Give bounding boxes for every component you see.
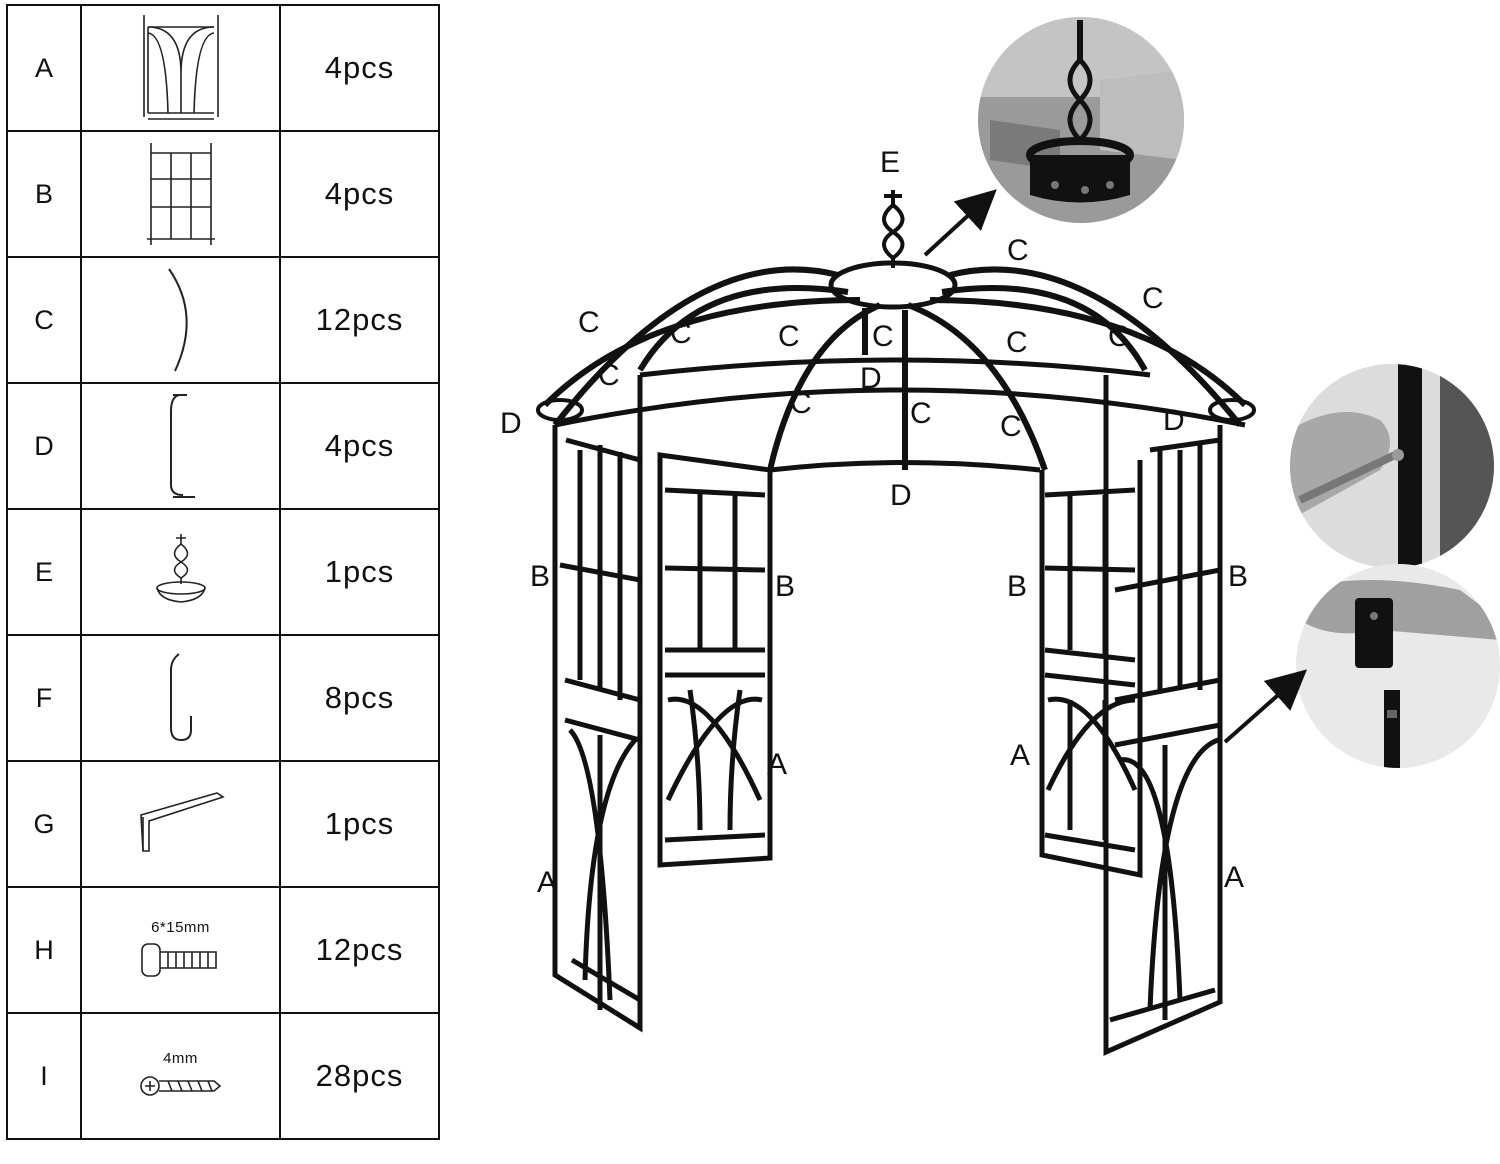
label-b: B (775, 570, 795, 603)
part-letter: E (6, 508, 82, 636)
part-letter: A (6, 4, 82, 132)
part-letter: B (6, 130, 82, 258)
label-d: D (860, 362, 882, 395)
part-qty: 1pcs (279, 508, 440, 636)
label-c: C (1007, 234, 1029, 267)
part-image: 4mm (80, 1012, 281, 1140)
label-b: B (1007, 570, 1027, 603)
gazebo-wall-front-right (1039, 460, 1143, 879)
part-letter: G (6, 760, 82, 888)
parts-row-a: A 4pcs (6, 4, 440, 132)
label-a: A (767, 748, 787, 781)
label-c: C (1142, 282, 1164, 315)
part-qty: 12pcs (279, 886, 440, 1014)
label-c: C (1000, 410, 1022, 443)
part-letter: I (6, 1012, 82, 1140)
part-qty: 12pcs (279, 256, 440, 384)
label-c: C (1006, 326, 1028, 359)
gazebo-wall-right (1103, 375, 1223, 1056)
parts-row-c: C 12pcs (6, 256, 440, 384)
label-a: A (1010, 739, 1030, 772)
part-qty: 4pcs (279, 130, 440, 258)
grid-panel-icon (146, 143, 215, 245)
part-image: 6*15mm (80, 886, 281, 1014)
label-c: C (872, 320, 894, 353)
gazebo-roof (536, 260, 1256, 473)
label-d: D (1163, 404, 1185, 437)
label-d: D (890, 479, 912, 512)
pole-joint-photo (1296, 564, 1500, 768)
parts-table: A 4pcs B 4pcs C 12pcs D (6, 4, 440, 1140)
gothic-arch-panel-icon (142, 15, 219, 120)
part-image (80, 130, 281, 258)
part-qty: 4pcs (279, 4, 440, 132)
parts-row-i: I 4mm 28pcs (6, 1012, 440, 1140)
label-c: C (778, 320, 800, 353)
part-qty: 4pcs (279, 382, 440, 510)
part-spec: 4mm (163, 1049, 198, 1067)
gazebo-wall-left (552, 375, 643, 1033)
part-qty: 28pcs (279, 1012, 440, 1140)
label-c: C (670, 317, 692, 350)
part-letter: H (6, 886, 82, 1014)
part-image (80, 760, 281, 888)
part-image (80, 4, 281, 132)
part-image (80, 382, 281, 510)
label-d: D (500, 407, 522, 440)
label-c: C (790, 387, 812, 420)
parts-row-b: B 4pcs (6, 130, 440, 258)
parts-row-g: G 1pcs (6, 760, 440, 888)
label-c: C (598, 359, 620, 392)
bolt-icon (140, 942, 217, 977)
label-e: E (880, 146, 900, 179)
parts-row-e: E 1pcs (6, 508, 440, 636)
label-a: A (1224, 861, 1244, 894)
label-c: C (910, 397, 932, 430)
hex-key-icon (139, 792, 225, 852)
part-qty: 8pcs (279, 634, 440, 762)
label-b: B (1228, 560, 1248, 593)
label-c: C (578, 306, 600, 339)
part-letter: D (6, 382, 82, 510)
part-letter: C (6, 256, 82, 384)
gazebo-wall-front-left (657, 452, 773, 868)
hook-icon (169, 653, 192, 742)
bracket-rod-icon (169, 394, 195, 498)
label-a: A (537, 866, 557, 899)
part-image (80, 508, 281, 636)
arrows (923, 189, 1307, 744)
parts-row-h: H 6*15mm 12pcs (6, 886, 440, 1014)
part-qty: 1pcs (279, 760, 440, 888)
diagram-labels: E C C C C C C C C C C C C D D D D B B B … (500, 146, 1248, 899)
label-b: B (530, 560, 550, 593)
part-image (80, 256, 281, 384)
screwdriver-photo (1290, 364, 1494, 568)
gazebo-diagram: E C C C C C C C C C C C C D D D D B B B … (500, 17, 1500, 1056)
part-spec: 6*15mm (151, 918, 210, 936)
curved-rod-icon (167, 268, 188, 372)
screw-icon (139, 1075, 221, 1096)
part-letter: F (6, 634, 82, 762)
finial-top (882, 190, 905, 268)
finial-top-icon (155, 534, 206, 603)
parts-row-d: D 4pcs (6, 382, 440, 510)
label-c: C (1108, 320, 1130, 353)
part-image (80, 634, 281, 762)
parts-row-f: F 8pcs (6, 634, 440, 762)
finial-photo (978, 17, 1184, 223)
